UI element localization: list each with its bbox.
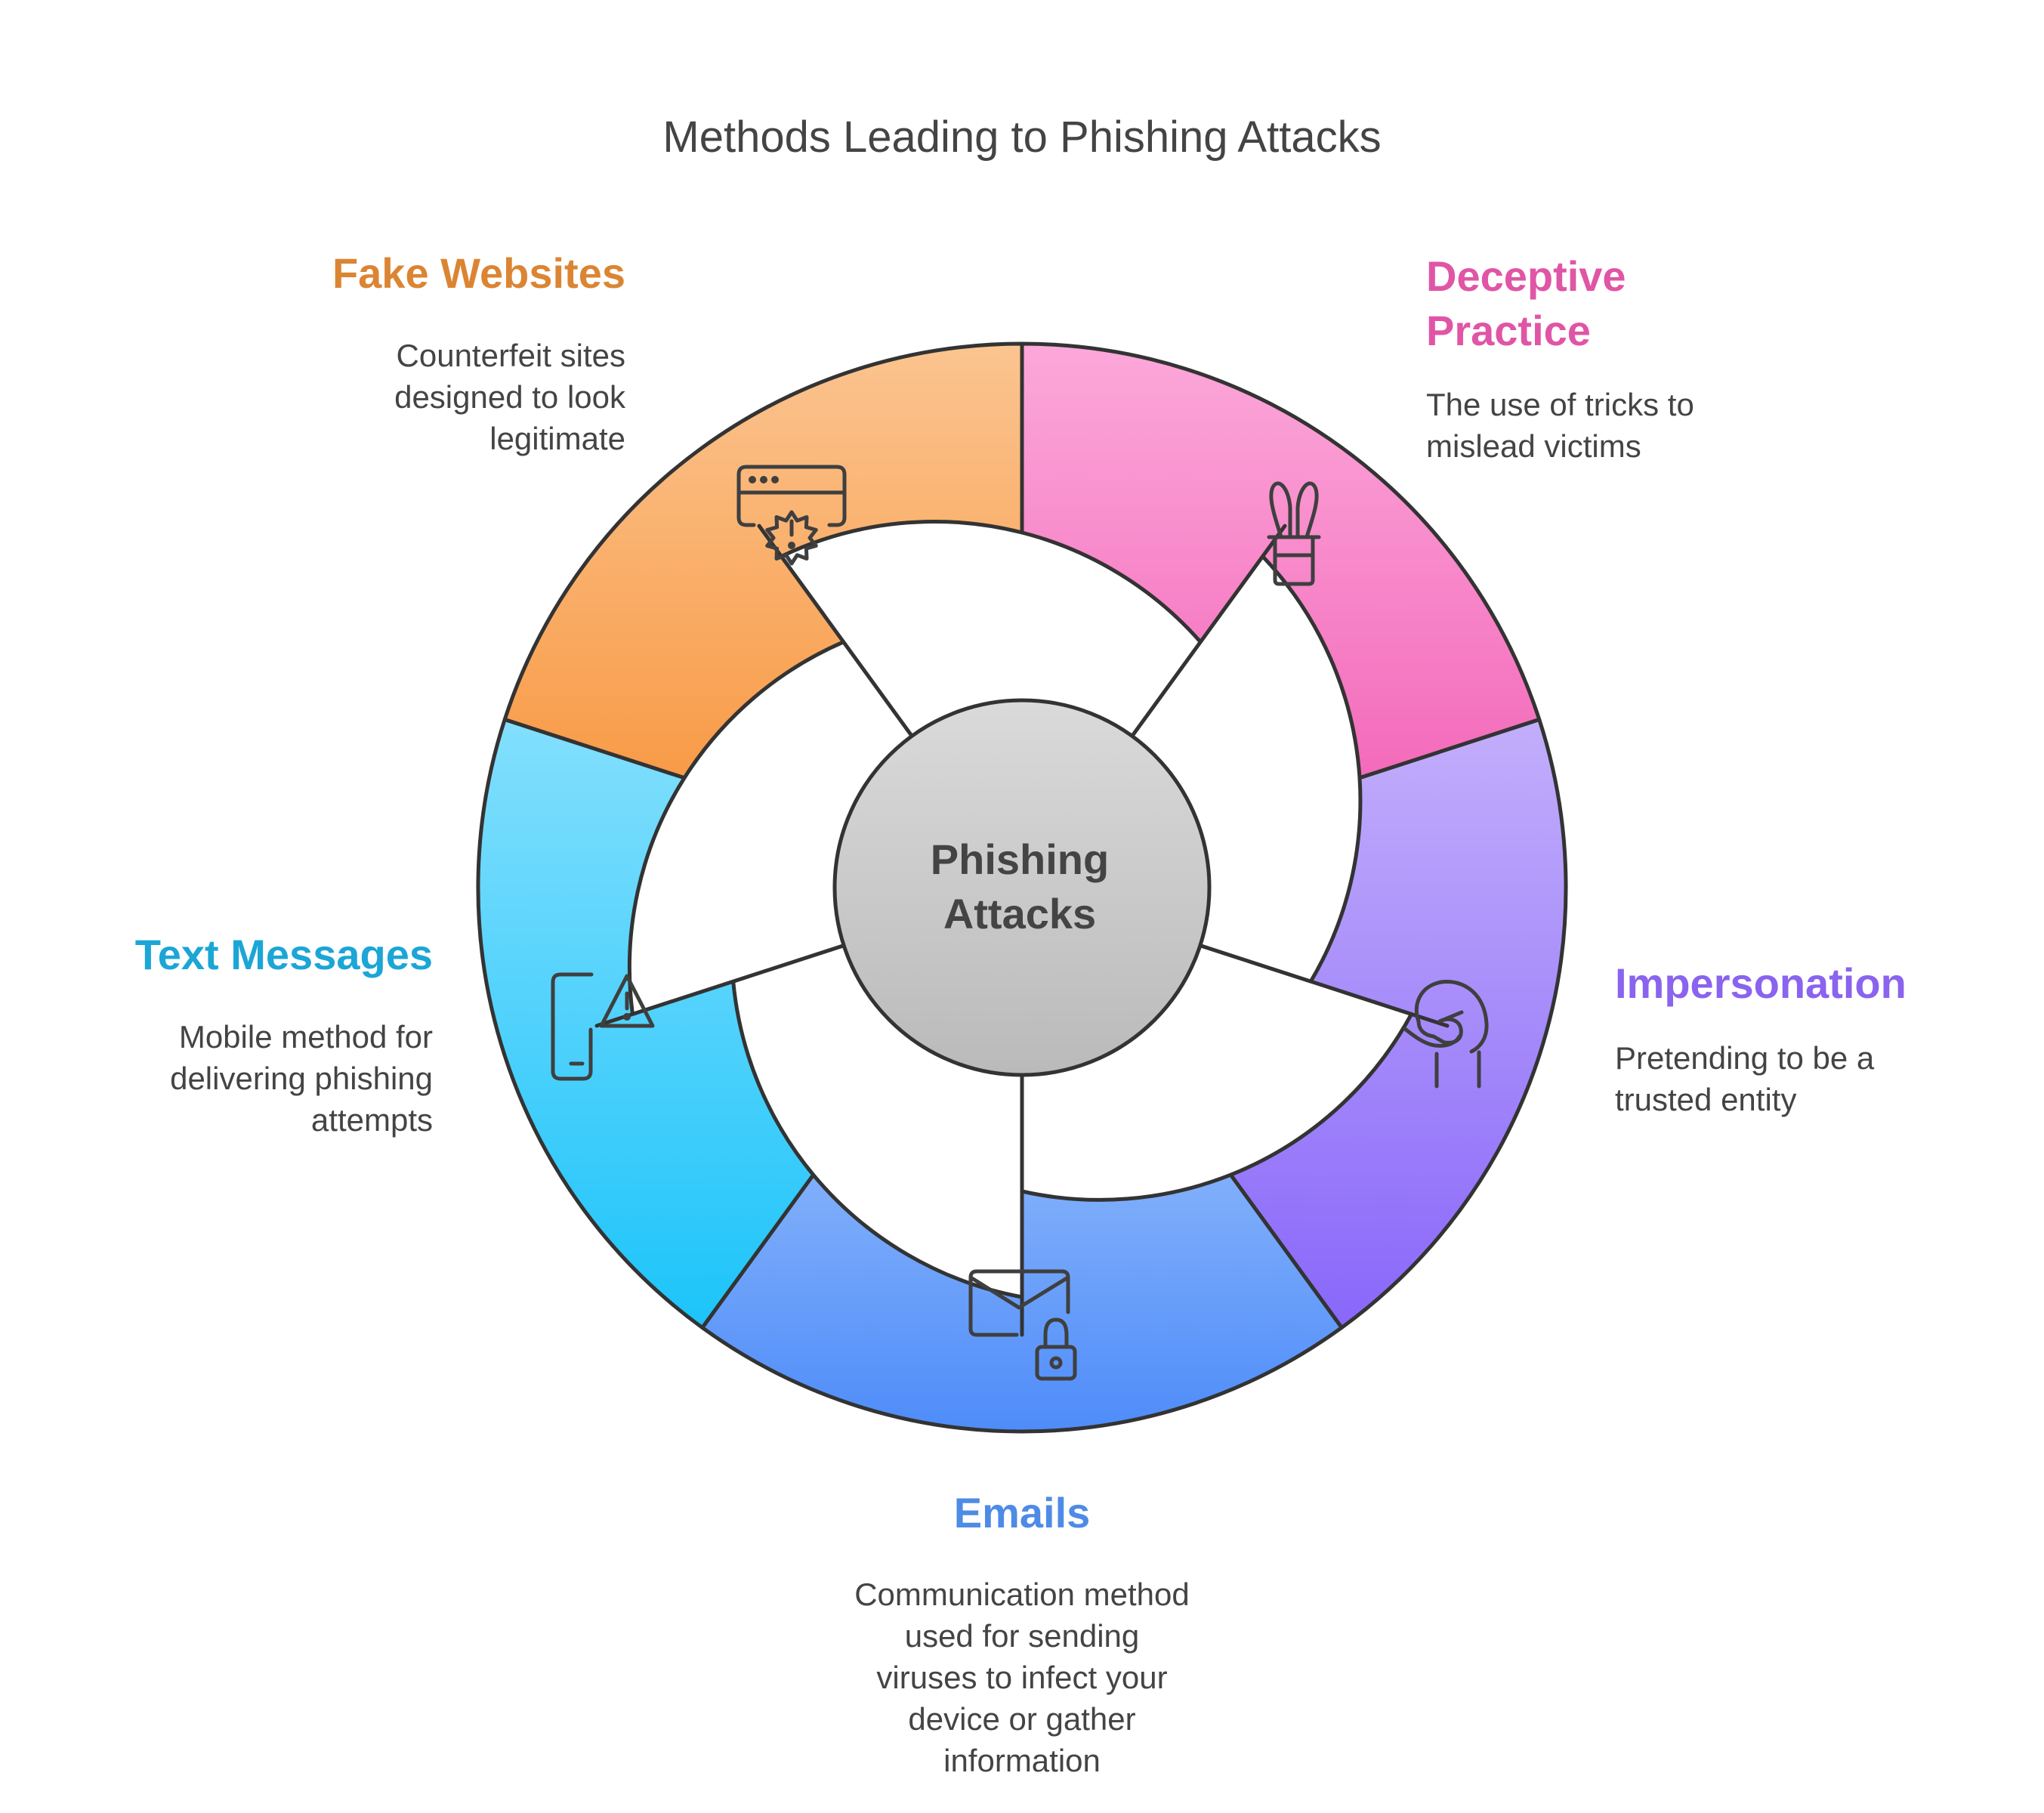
text-messages-title: Text Messages xyxy=(134,931,433,978)
center-label: Phishing Attacks xyxy=(930,835,1110,937)
deceptive-practice-title: Deceptive Practice xyxy=(1426,252,1626,354)
center-circle xyxy=(832,698,1212,1077)
magic-hat-rabbit-icon xyxy=(1267,481,1321,586)
text-messages-description: Mobile method for delivering phishing at… xyxy=(170,1019,433,1138)
envelope-lock-icon xyxy=(968,1269,1077,1381)
segment-text-messages xyxy=(476,718,908,1330)
fake-websites-description: Counterfeit sites designed to look legit… xyxy=(394,338,625,456)
impersonation-description: Pretending to be a trusted entity xyxy=(1615,1040,1875,1117)
browser-alert-icon xyxy=(736,465,847,566)
diagram-title: Methods Leading to Phishing Attacks xyxy=(662,113,1382,162)
impersonation-title: Impersonation xyxy=(1615,959,1907,1007)
masked-person-icon xyxy=(1403,980,1489,1089)
fake-websites-title: Fake Websites xyxy=(332,249,625,297)
deceptive-practice-description: The use of tricks to mislead victims xyxy=(1426,387,1694,464)
emails-title: Emails xyxy=(953,1489,1091,1537)
emails-description: Communication method used for sending vi… xyxy=(854,1577,1190,1778)
phone-warning-icon xyxy=(551,972,655,1081)
